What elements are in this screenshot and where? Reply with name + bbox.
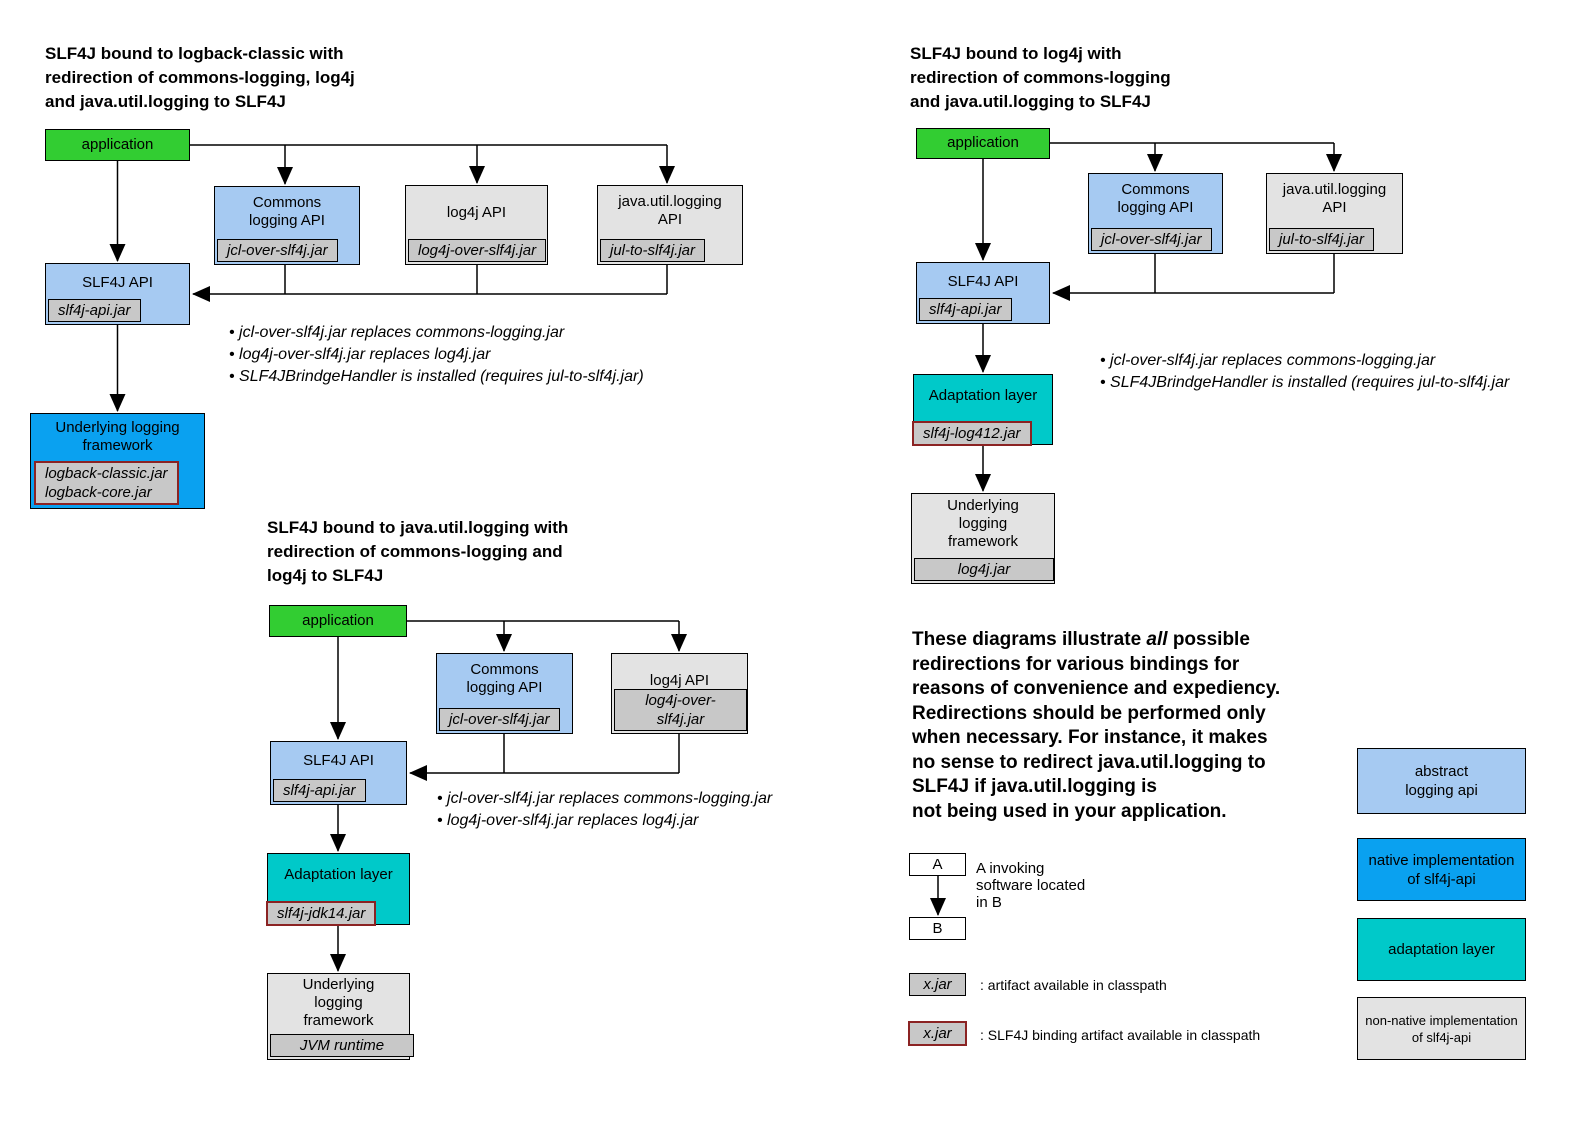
paragraph-rest: redirections for various bindings for re… <box>912 653 1281 822</box>
diagram-log4j-title: SLF4J bound to log4j with redirection of… <box>910 44 1171 111</box>
underlying-framework-box-logback: Underlying logging framework logback-cla… <box>30 413 205 509</box>
slf4j-api-box-log4j: SLF4J API slf4j-api.jar <box>916 262 1050 324</box>
jul-api-box-logback: java.util.logging API jul-to-slf4j.jar <box>597 185 743 265</box>
slf4j-log412-jar-tag: slf4j-log412.jar <box>912 421 1032 446</box>
jul-api-box-log4j: java.util.logging API jul-to-slf4j.jar <box>1266 173 1403 254</box>
paragraph-first-line: These diagrams illustrate all possible <box>912 629 1250 650</box>
adaptation-layer-box-log4j: Adaptation layer slf4j-log412.jar <box>912 374 1053 446</box>
commons-logging-api-box-log4j: Commons logging API jcl-over-slf4j.jar <box>1088 173 1223 254</box>
legend-a-box: A <box>909 853 966 876</box>
application-box-jul: application <box>269 605 407 637</box>
legend-adaptation-layer: adaptation layer <box>1357 918 1526 981</box>
jul-to-slf4j-jar-tag-logback: jul-to-slf4j.jar <box>600 239 706 262</box>
jcl-over-slf4j-jar-tag-logback: jcl-over-slf4j.jar <box>217 239 338 262</box>
jvm-runtime-tag: JVM runtime <box>270 1034 414 1057</box>
explanation-paragraph: These diagrams illustrate all possible r… <box>912 628 1352 824</box>
application-box-log4j: application <box>916 128 1050 159</box>
underlying-framework-box-jul: Underlying logging framework JVM runtime <box>267 973 414 1060</box>
legend-jar-tag: x.jar <box>909 973 966 996</box>
log4j-over-slf4j-jar-tag-logback: log4j-over-slf4j.jar <box>408 239 547 262</box>
legend-ab-caption: A invoking software located in B <box>976 860 1086 911</box>
slf4j-api-box-logback: SLF4J API slf4j-api.jar <box>45 263 190 325</box>
log4j-api-box-logback: log4j API log4j-over-slf4j.jar <box>405 185 548 265</box>
jcl-over-slf4j-jar-tag-jul: jcl-over-slf4j.jar <box>439 708 560 731</box>
notes-log4j: • jcl-over-slf4j.jar replaces commons-lo… <box>1100 352 1510 391</box>
commons-logging-api-box-logback: Commons logging API jcl-over-slf4j.jar <box>214 186 360 265</box>
diagram-logback-title: SLF4J bound to logback-classic with redi… <box>45 44 355 111</box>
legend-binding-jar-tag: x.jar <box>908 1021 967 1046</box>
legend-b-box: B <box>909 917 966 940</box>
log4j-jar-tag: log4j.jar <box>914 558 1054 581</box>
legend-abstract-logging-api: abstract logging api <box>1357 748 1526 814</box>
slf4j-api-jar-tag-jul: slf4j-api.jar <box>273 779 366 802</box>
legend-jar-caption: : artifact available in classpath <box>980 977 1167 993</box>
slf4j-jdk14-jar-tag: slf4j-jdk14.jar <box>266 901 377 926</box>
notes-logback: • jcl-over-slf4j.jar replaces commons-lo… <box>229 324 644 385</box>
slf4j-api-box-jul: SLF4J API slf4j-api.jar <box>270 741 407 805</box>
logback-jars-tag: logback-classic.jar logback-core.jar <box>34 461 179 505</box>
log4j-over-slf4j-jar-tag-jul: log4j-over-slf4j.jar <box>614 689 747 731</box>
jcl-over-slf4j-jar-tag-log4j: jcl-over-slf4j.jar <box>1091 228 1212 251</box>
log4j-api-box-jul: log4j API log4j-over-slf4j.jar <box>611 653 748 734</box>
diagram-jul-title: SLF4J bound to java.util.logging with re… <box>267 518 569 585</box>
jul-to-slf4j-jar-tag-log4j: jul-to-slf4j.jar <box>1269 228 1375 251</box>
legend-native-implementation: native implementation of slf4j-api <box>1357 838 1526 901</box>
slf4j-api-jar-tag-logback: slf4j-api.jar <box>48 299 141 322</box>
commons-logging-api-box-jul: Commons logging API jcl-over-slf4j.jar <box>436 653 573 734</box>
notes-jul: • jcl-over-slf4j.jar replaces commons-lo… <box>437 790 773 829</box>
legend-binding-caption: : SLF4J binding artifact available in cl… <box>980 1027 1261 1043</box>
application-box-logback: application <box>45 129 190 161</box>
legend-non-native-implementation: non-native implementation of slf4j-api <box>1357 997 1526 1060</box>
adaptation-layer-box-jul: Adaptation layer slf4j-jdk14.jar <box>266 853 410 926</box>
slf4j-api-jar-tag-log4j: slf4j-api.jar <box>919 298 1012 321</box>
underlying-framework-box-log4j: Underlying logging framework log4j.jar <box>911 493 1055 584</box>
